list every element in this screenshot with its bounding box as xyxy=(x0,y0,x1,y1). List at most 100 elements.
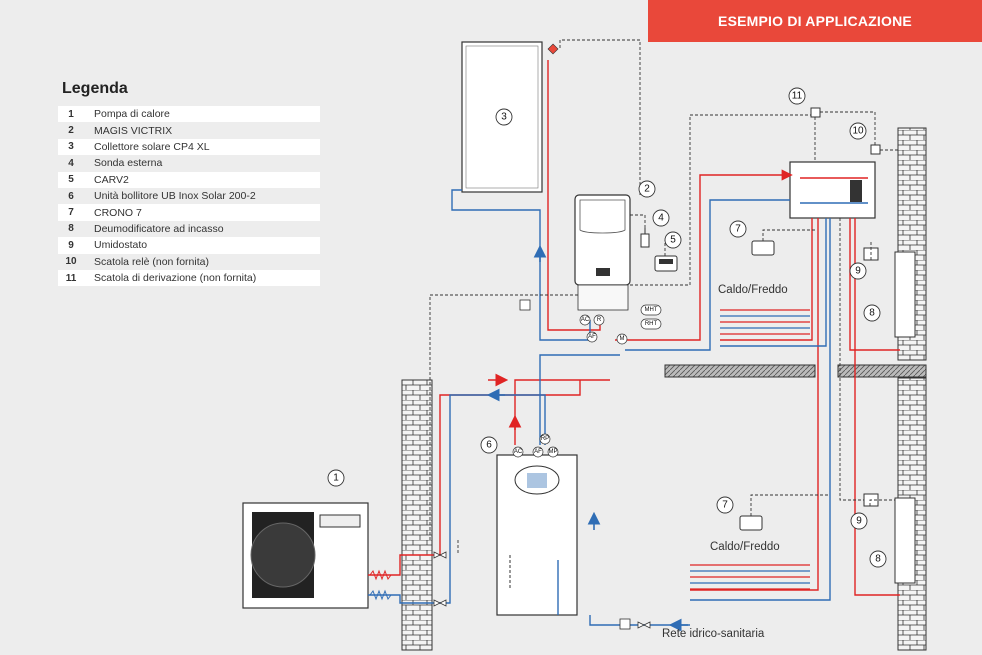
callout-10: 10 xyxy=(849,122,867,140)
legend-item-number: 3 xyxy=(68,141,74,153)
svg-text:4: 4 xyxy=(658,213,664,224)
svg-text:MHT: MHT xyxy=(645,307,658,313)
heat-pump xyxy=(242,502,369,609)
svg-text:RHT: RHT xyxy=(645,321,658,327)
svg-text:2: 2 xyxy=(644,184,650,195)
legend-item-number: 2 xyxy=(68,125,74,137)
svg-text:7: 7 xyxy=(722,500,728,511)
svg-text:RP: RP xyxy=(541,436,549,442)
legend-item-label: Scatola relè (non fornita) xyxy=(94,255,209,268)
legend-item: 5 CARV2 xyxy=(58,171,320,188)
manifold xyxy=(789,161,876,219)
legend-item-number: 8 xyxy=(68,223,74,235)
callout-2: 2 xyxy=(638,180,656,198)
callout-3: 3 xyxy=(495,108,513,126)
callout-7: 7 xyxy=(729,220,747,238)
tag-m: M xyxy=(616,333,628,345)
tag-ac-boiler: AC xyxy=(579,314,591,326)
tag-af-tank: AF xyxy=(532,446,544,458)
dehumidifier-lower xyxy=(894,497,916,584)
svg-text:3: 3 xyxy=(501,112,507,123)
legend-item: 8 Deumodificatore ad incasso xyxy=(58,221,320,237)
cold-coil xyxy=(369,589,392,601)
legend-item-number: 5 xyxy=(68,174,74,186)
legend-item-number: 4 xyxy=(68,157,74,169)
legend-item-label: Sonda esterna xyxy=(94,157,163,170)
thermostat-lower xyxy=(739,515,763,531)
svg-text:8: 8 xyxy=(869,308,875,319)
legend-item: 3 Collettore solare CP4 XL xyxy=(58,138,320,156)
legend-item-label: Scatola di derivazione (non fornita) xyxy=(94,272,257,285)
svg-text:R: R xyxy=(597,317,602,323)
legend-item-label: Deumodificatore ad incasso xyxy=(94,222,224,235)
tag-rht: RHT xyxy=(640,318,662,330)
callout-8: 8 xyxy=(863,304,881,322)
legend-item: 2 MAGIS VICTRIX xyxy=(58,122,320,138)
valves xyxy=(433,299,651,630)
floor-loop-lower xyxy=(690,564,810,590)
legend-item: 4 Sonda esterna xyxy=(58,155,320,171)
outdoor-probe xyxy=(640,228,650,248)
svg-text:MP: MP xyxy=(549,449,558,455)
callout-9: 9 xyxy=(850,512,868,530)
legend-title: Legenda xyxy=(62,80,128,97)
legend-item-number: 1 xyxy=(68,108,74,120)
tag-ac-tank: AC xyxy=(512,446,524,458)
floor-loop-upper xyxy=(720,309,810,335)
legend-item: 6 Unità bollitore UB Inox Solar 200-2 xyxy=(58,188,320,204)
signal-lines xyxy=(429,39,899,555)
hot-pipes xyxy=(368,60,900,596)
svg-text:10: 10 xyxy=(852,126,864,137)
svg-text:9: 9 xyxy=(855,266,861,277)
legend-item-label: MAGIS VICTRIX xyxy=(94,124,173,137)
boiler-unit xyxy=(574,194,631,311)
legend-item-label: Unità bollitore UB Inox Solar 200-2 xyxy=(94,190,256,203)
svg-text:5: 5 xyxy=(670,235,676,246)
callout-6: 6 xyxy=(480,436,498,454)
legend-item-label: Collettore solare CP4 XL xyxy=(94,140,210,153)
svg-text:AC: AC xyxy=(581,317,590,323)
brick-wall-left xyxy=(401,379,433,651)
callout-11: 11 xyxy=(788,87,806,105)
connection-tags: MHT RHT AC AF R M AC AF RP MP xyxy=(512,304,662,458)
legend-item-number: 6 xyxy=(68,190,74,202)
callout-5: 5 xyxy=(664,231,682,249)
svg-text:AF: AF xyxy=(588,334,596,340)
legend-item-number: 7 xyxy=(68,207,74,219)
legend-item-label: CRONO 7 xyxy=(94,206,142,219)
header-banner: ESEMPIO DI APPLICAZIONE xyxy=(648,0,982,42)
svg-text:8: 8 xyxy=(875,554,881,565)
storage-tank xyxy=(496,454,578,616)
zone-lower-label: Caldo/Freddo xyxy=(710,541,780,553)
legend-item-label: Pompa di calore xyxy=(94,108,170,121)
svg-text:11: 11 xyxy=(792,91,803,102)
callout-9: 9 xyxy=(849,262,867,280)
callout-7: 7 xyxy=(716,496,734,514)
svg-text:7: 7 xyxy=(735,224,741,235)
legend-item-number: 9 xyxy=(68,239,74,251)
legend-item: 7 CRONO 7 xyxy=(58,204,320,221)
car-remote xyxy=(654,255,678,272)
svg-text:6: 6 xyxy=(486,440,492,451)
legend-item-label: Umidostato xyxy=(94,239,148,252)
tag-mp: MP xyxy=(547,446,559,458)
legend-item-label: CARV2 xyxy=(94,173,129,186)
thermostat-upper xyxy=(751,240,775,256)
page-title: ESEMPIO DI APPLICAZIONE xyxy=(718,13,912,29)
tag-mht: MHT xyxy=(640,304,662,316)
tag-r: R xyxy=(593,314,605,326)
legend-item: 9 Umidostato xyxy=(58,237,320,254)
zone-upper-label: Caldo/Freddo xyxy=(718,284,788,296)
callout-8: 8 xyxy=(869,550,887,568)
svg-text:9: 9 xyxy=(856,516,862,527)
floor-slab xyxy=(664,364,927,378)
tag-rp: RP xyxy=(539,433,551,445)
relay-box xyxy=(870,144,881,155)
tag-af-boiler: AF xyxy=(586,331,598,343)
legend-list: 1 Pompa di calore 2 MAGIS VICTRIX 3 Collettor… xyxy=(58,106,320,287)
